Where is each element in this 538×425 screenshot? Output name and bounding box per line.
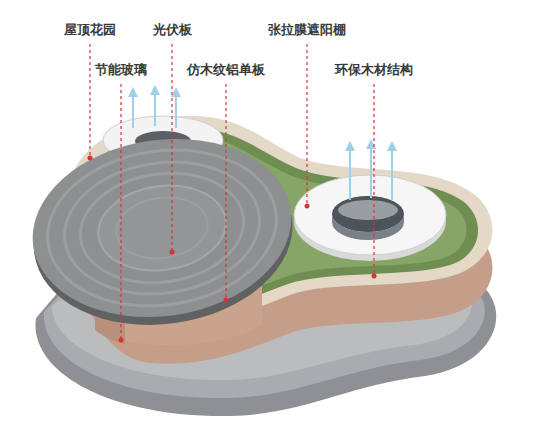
callout-label: 屋顶花园 (64, 22, 116, 38)
callout-label: 张拉膜遮阳棚 (268, 22, 346, 38)
callout-label: 环保木材结构 (335, 62, 413, 78)
callout-label: 节能玻璃 (95, 62, 147, 78)
callout-label: 仿木纹铝单板 (187, 62, 265, 78)
callout-label: 光伏板 (153, 22, 192, 38)
